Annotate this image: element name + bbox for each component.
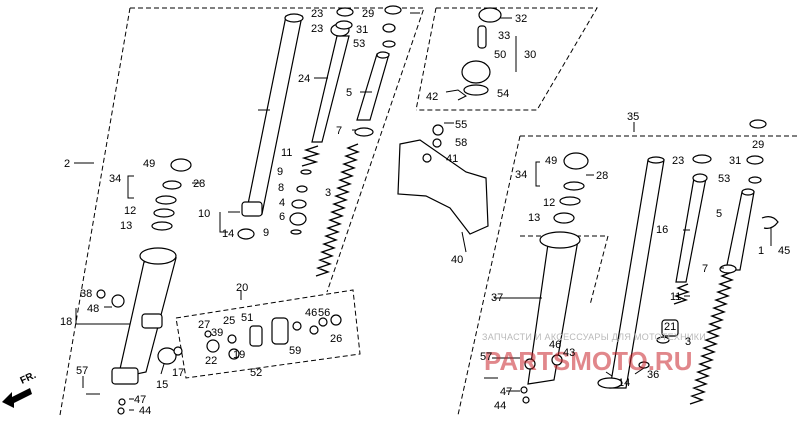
part-number-49: 49 <box>143 158 155 170</box>
part-number-10: 10 <box>198 208 210 220</box>
part-number-5: 5 <box>346 87 352 99</box>
part-number-56: 56 <box>318 307 330 319</box>
part-number-13: 13 <box>528 212 540 224</box>
part-number-21: 21 <box>664 321 676 333</box>
part-number-4: 4 <box>279 197 285 209</box>
part-number-52: 52 <box>250 367 262 379</box>
part-number-37: 37 <box>491 292 503 304</box>
part-number-35: 35 <box>627 111 639 123</box>
part-number-48: 48 <box>87 303 99 315</box>
part-number-59: 59 <box>289 345 301 357</box>
left-slider <box>86 247 183 415</box>
part-number-19: 19 <box>233 349 245 361</box>
part-number-33: 33 <box>498 30 510 42</box>
adjuster-cluster <box>445 7 502 101</box>
part-number-23: 23 <box>311 23 323 35</box>
part-number-57: 57 <box>76 365 88 377</box>
part-number-22: 22 <box>205 355 217 367</box>
part-number-47: 47 <box>134 394 146 406</box>
part-number-23: 23 <box>672 155 684 167</box>
part-number-38: 38 <box>80 288 92 300</box>
part-number-32: 32 <box>515 13 527 25</box>
part-number-25: 25 <box>223 315 235 327</box>
left-fork-small-parts <box>151 5 402 240</box>
part-number-14: 14 <box>222 228 234 240</box>
part-number-28: 28 <box>193 178 205 190</box>
part-number-1: 1 <box>758 245 764 257</box>
part-number-11: 11 <box>281 147 292 159</box>
part-number-46: 46 <box>305 307 317 319</box>
part-number-34: 34 <box>515 169 527 181</box>
part-number-44: 44 <box>139 405 151 417</box>
part-number-53: 53 <box>353 38 365 50</box>
part-number-3: 3 <box>325 187 331 199</box>
caliper-cluster <box>204 314 342 360</box>
right-slider <box>484 231 581 404</box>
part-number-20: 20 <box>236 282 248 294</box>
part-number-44: 44 <box>494 400 506 412</box>
part-number-29: 29 <box>362 8 374 20</box>
part-number-6: 6 <box>279 211 285 223</box>
watermark-brand: PARTSMOTO.RU <box>484 346 692 376</box>
front-direction-label: FR. <box>19 370 38 387</box>
left-fork-upper <box>241 13 350 217</box>
part-number-15: 15 <box>156 379 168 391</box>
part-number-40: 40 <box>451 254 463 266</box>
watermark-text: ЗАПЧАСТИ И АКСЕССУАРЫ ДЛЯ МОТОТЕХНИКИ <box>482 332 706 342</box>
right-fork-upper <box>553 119 779 405</box>
part-number-5: 5 <box>716 208 722 220</box>
part-number-54: 54 <box>497 88 509 100</box>
watermark: ЗАПЧАСТИ И АКСЕССУАРЫ ДЛЯ МОТОТЕХНИКИ PA… <box>482 332 706 376</box>
front-arrow: FR. <box>2 370 38 408</box>
part-number-26: 26 <box>330 333 342 345</box>
part-number-36: 36 <box>647 369 659 381</box>
part-number-29: 29 <box>752 139 764 151</box>
part-number-7: 7 <box>336 125 342 137</box>
part-number-14: 14 <box>618 377 630 389</box>
part-number-39: 39 <box>211 327 223 339</box>
fork-bridge <box>397 124 489 235</box>
part-number-3: 3 <box>685 336 691 348</box>
part-number-50: 50 <box>494 49 506 61</box>
part-number-9: 9 <box>277 166 283 178</box>
part-number-12: 12 <box>124 205 136 217</box>
leader-lines <box>74 12 772 411</box>
part-number-13: 13 <box>120 220 132 232</box>
group-outlines <box>59 7 800 416</box>
part-number-46: 46 <box>549 339 561 351</box>
part-number-23: 23 <box>311 8 323 20</box>
part-number-34: 34 <box>109 173 121 185</box>
part-number-43: 43 <box>563 347 575 359</box>
part-number-41: 41 <box>446 153 458 165</box>
part-number-8: 8 <box>278 182 284 194</box>
part-number-16: 16 <box>656 224 668 236</box>
part-number-24: 24 <box>298 73 310 85</box>
part-number-42: 42 <box>426 91 438 103</box>
part-number-18: 18 <box>60 316 72 328</box>
part-number-9: 9 <box>263 227 269 239</box>
part-number-2: 2 <box>64 158 70 170</box>
part-number-7: 7 <box>702 263 708 275</box>
part-number-27: 27 <box>198 319 210 331</box>
part-number-11: 11 <box>670 291 681 303</box>
part-number-31: 31 <box>729 155 741 167</box>
part-number-31: 31 <box>356 24 368 36</box>
part-number-47: 47 <box>500 386 512 398</box>
left-fork-spring <box>315 143 361 277</box>
part-number-57: 57 <box>480 351 492 363</box>
part-number-58: 58 <box>455 137 467 149</box>
part-number-49: 49 <box>545 155 557 167</box>
part-number-53: 53 <box>718 173 730 185</box>
part-number-51: 51 <box>241 312 253 324</box>
part-number-45: 45 <box>778 245 790 257</box>
part-number-17: 17 <box>172 367 184 379</box>
part-number-12: 12 <box>543 197 555 209</box>
part-number-55: 55 <box>455 119 467 131</box>
part-number-30: 30 <box>524 49 536 61</box>
part-number-28: 28 <box>596 170 608 182</box>
